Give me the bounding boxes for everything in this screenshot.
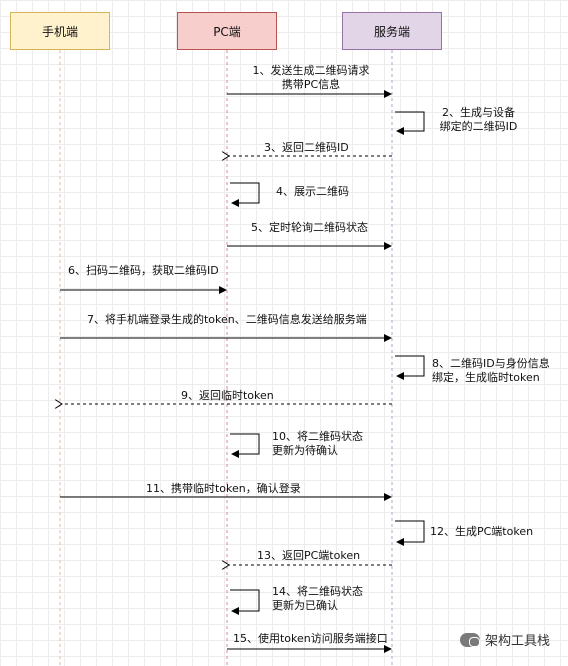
message-14: 14、将二维码状态 更新为已确认 [272, 585, 363, 613]
arrow-8 [395, 355, 425, 380]
watermark-text: 架构工具栈 [485, 634, 551, 649]
actor-server[interactable]: 服务端 [342, 12, 442, 50]
message-8: 8、二维码ID与身份信息 绑定，生成临时token [432, 357, 550, 385]
arrow-12 [395, 520, 425, 546]
actor-server-label: 服务端 [373, 24, 410, 39]
message-2: 2、生成与设备 绑定的二维码ID [426, 106, 531, 134]
message-8-line-2: 绑定，生成临时token [432, 371, 540, 384]
actor-pc[interactable]: PC端 [177, 12, 277, 50]
message-1-line-1: 1、发送生成二维码请求 [252, 64, 370, 77]
arrow-2 [395, 111, 425, 135]
message-5: 5、定时轮询二维码状态 [251, 221, 368, 234]
message-11: 11、携带临时token，确认登录 [146, 482, 301, 495]
message-4: 4、展示二维码 [276, 185, 349, 198]
message-1: 1、发送生成二维码请求 携带PC信息 [236, 64, 386, 92]
message-10: 10、将二维码状态 更新为待确认 [272, 430, 363, 458]
actor-pc-label: PC端 [213, 24, 241, 39]
message-14-line-1: 14、将二维码状态 [272, 585, 363, 598]
message-14-line-2: 更新为已确认 [272, 599, 338, 612]
message-9: 9、返回临时token [181, 389, 274, 402]
message-6: 6、扫码二维码，获取二维码ID [68, 264, 219, 277]
arrow-14 [230, 589, 260, 615]
message-15: 15、使用token访问服务端接口 [233, 632, 388, 645]
actor-phone-label: 手机端 [41, 24, 78, 39]
actor-phone[interactable]: 手机端 [10, 12, 110, 50]
message-8-line-1: 8、二维码ID与身份信息 [432, 357, 550, 370]
message-12: 12、生成PC端token [430, 525, 534, 538]
message-10-line-1: 10、将二维码状态 [272, 430, 363, 443]
message-10-line-2: 更新为待确认 [272, 444, 338, 457]
message-7: 7、将手机端登录生成的token、二维码信息发送给服务端 [87, 313, 367, 326]
message-1-line-2: 携带PC信息 [281, 78, 341, 91]
arrow-10 [230, 433, 260, 458]
message-2-line-1: 2、生成与设备 [442, 106, 515, 119]
wechat-icon [460, 632, 480, 647]
message-2-line-2: 绑定的二维码ID [439, 120, 518, 133]
watermark: 架构工具栈 [460, 630, 550, 649]
message-13: 13、返回PC端token [257, 549, 361, 562]
arrow-4 [230, 182, 260, 207]
message-3: 3、返回二维码ID [264, 141, 349, 154]
